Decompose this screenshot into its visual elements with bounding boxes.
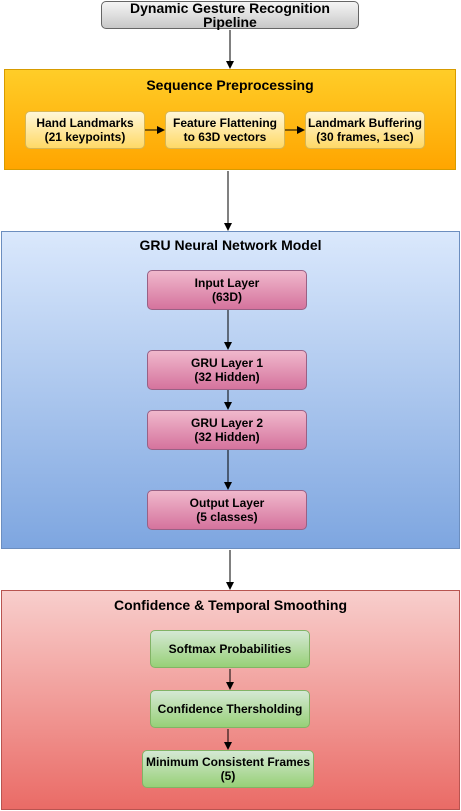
softmax-node: Softmax Probabilities [150, 630, 310, 668]
smoothing-label: Confidence & Temporal Smoothing [113, 597, 348, 613]
feature-flattening-node: Feature Flattening to 63D vectors [165, 111, 285, 149]
gru-layer-1-node: GRU Layer 1 (32 Hidden) [147, 350, 307, 390]
minimum-consistent-frames-node: Minimum Consistent Frames (5) [142, 750, 314, 788]
input-layer-node: Input Layer (63D) [147, 270, 307, 310]
landmark-buffering-node: Landmark Buffering (30 frames, 1sec) [305, 111, 425, 149]
hand-landmarks-node: Hand Landmarks (21 keypoints) [25, 111, 145, 149]
gru-layer-2-node: GRU Layer 2 (32 Hidden) [147, 410, 307, 450]
pipeline-title: Dynamic Gesture Recognition Pipeline [101, 1, 359, 29]
gru-model-label: GRU Neural Network Model [139, 237, 322, 253]
output-layer-node: Output Layer (5 classes) [147, 490, 307, 530]
confidence-thresholding-node: Confidence Thersholding [150, 690, 310, 728]
preprocessing-label: Sequence Preprocessing [146, 77, 314, 93]
